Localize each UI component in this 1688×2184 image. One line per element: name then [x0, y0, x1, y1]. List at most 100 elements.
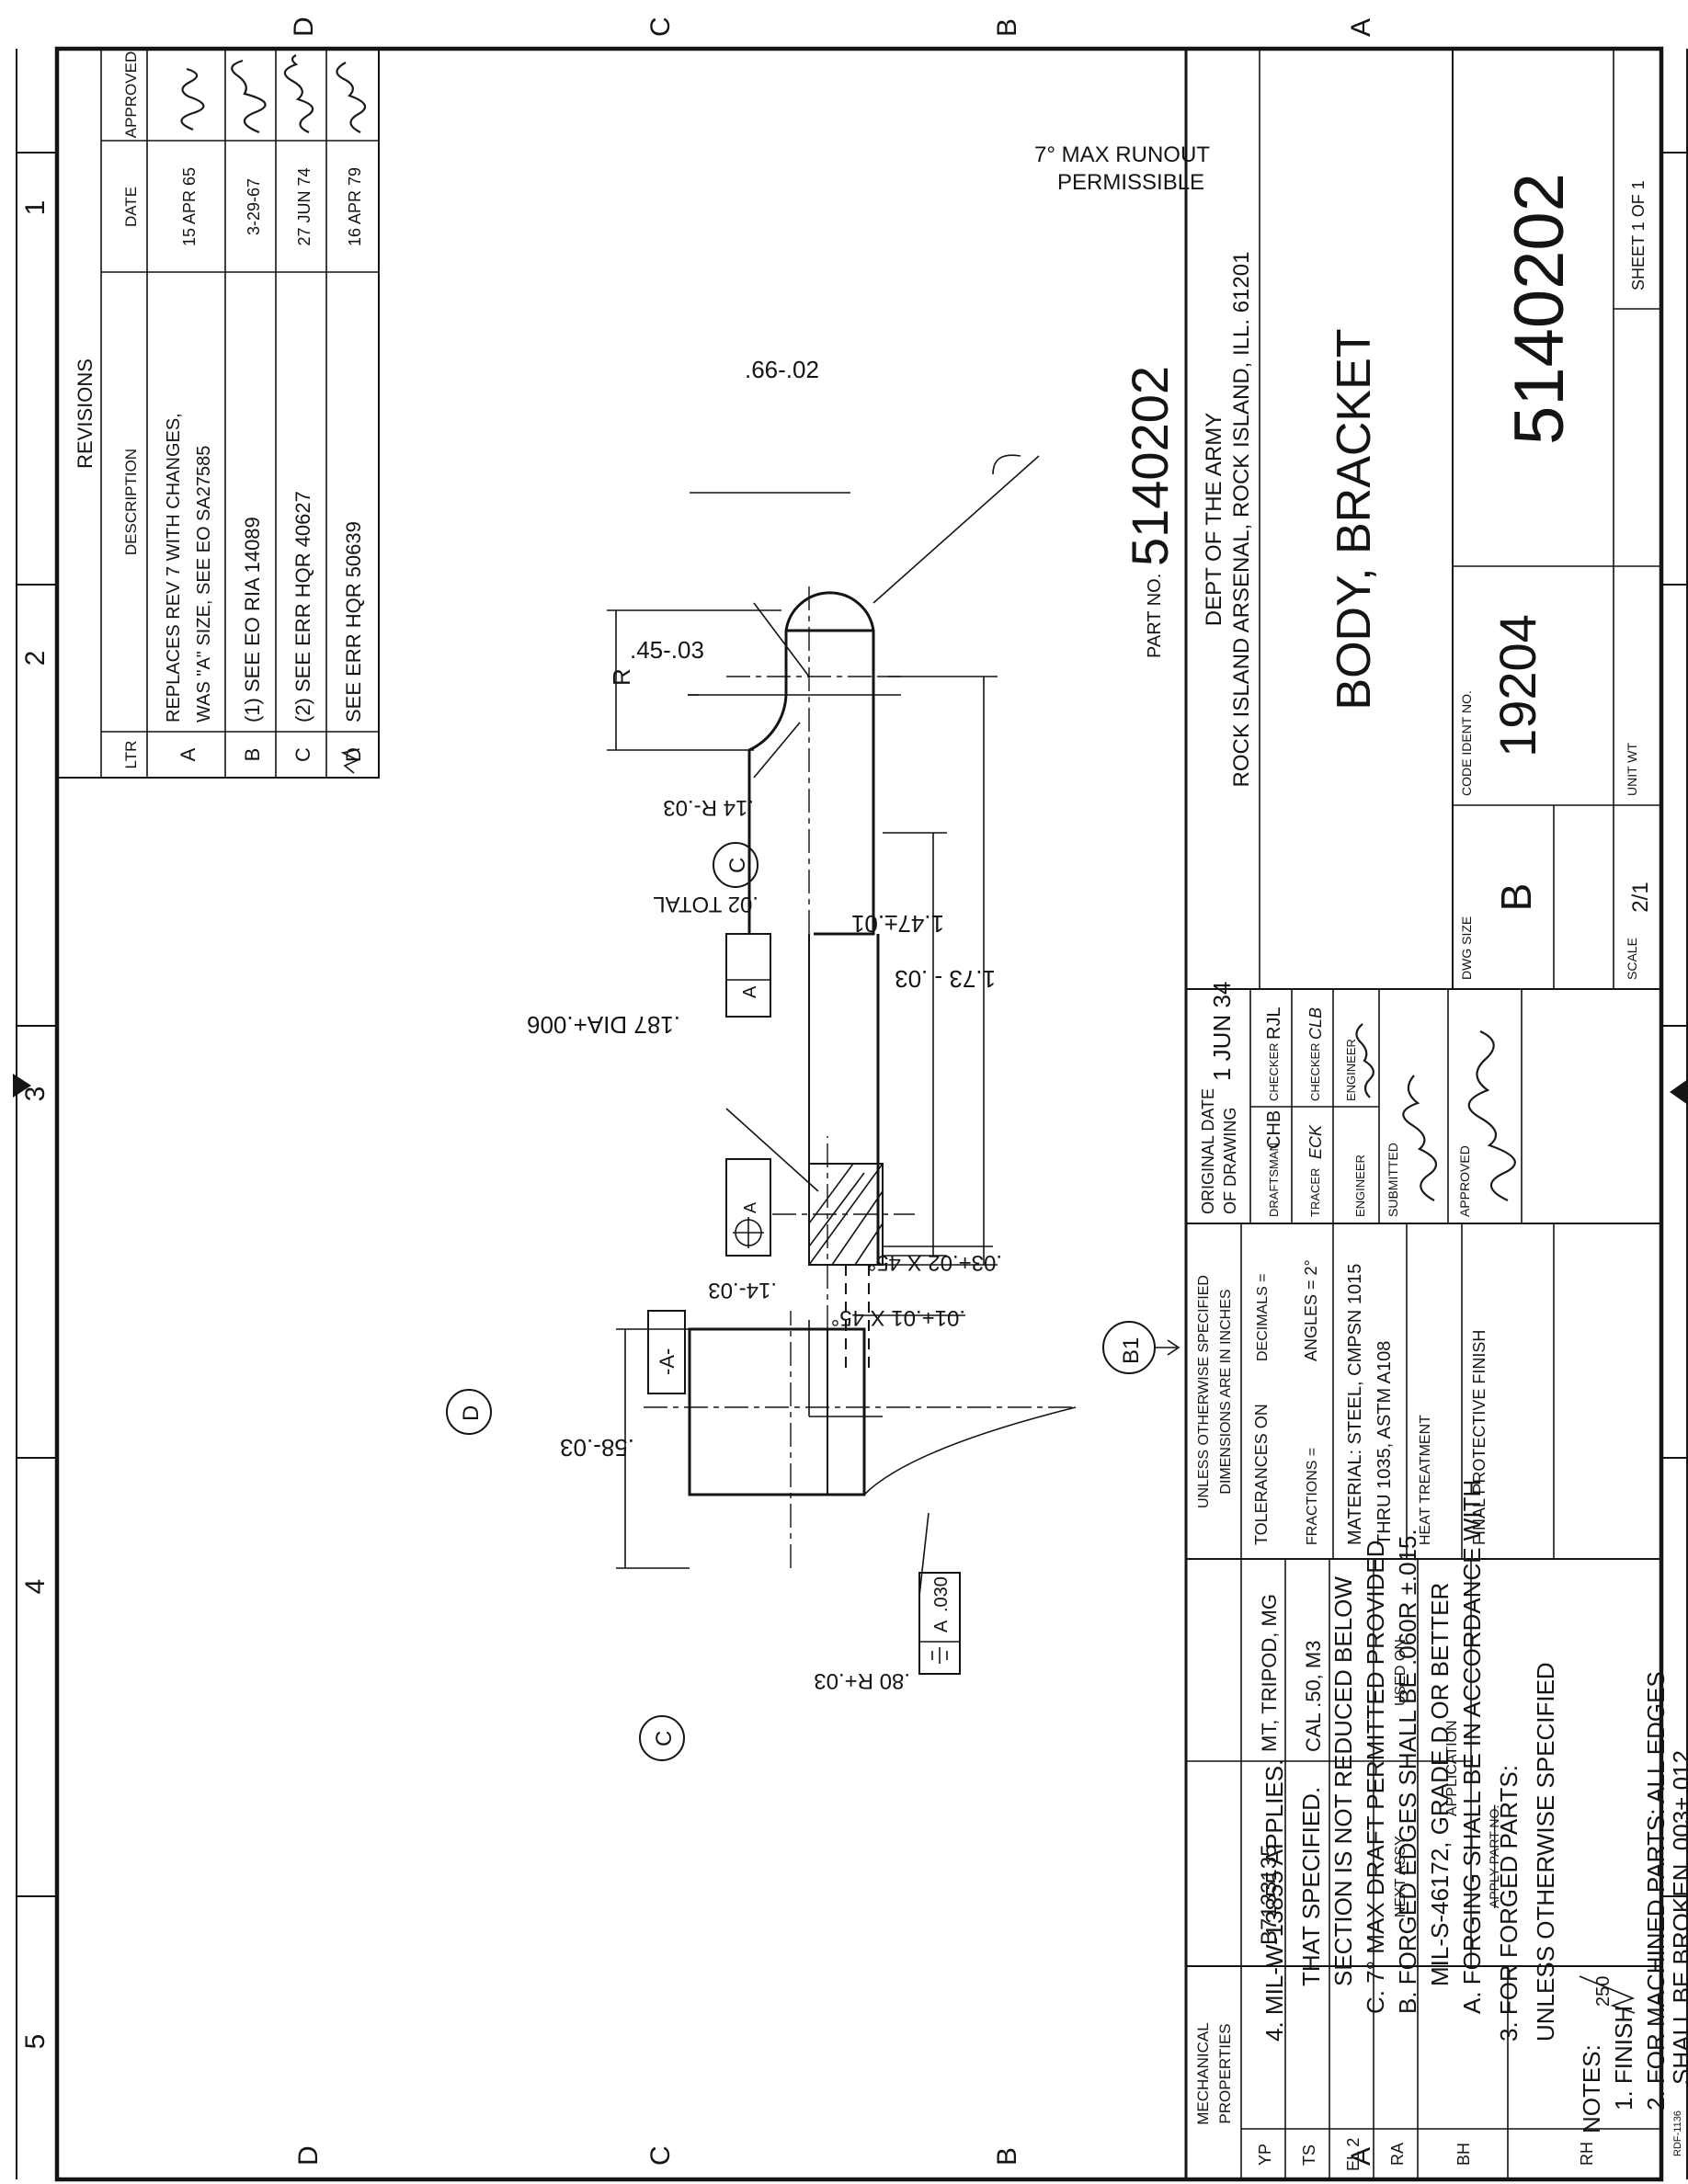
- drawing-title: BODY, BRACKET: [1328, 328, 1381, 710]
- used-on-1: MT, TRIPOD, MG: [1258, 1594, 1281, 1752]
- symmetry-value: .030: [931, 1576, 952, 1612]
- sheet-number: SHEET 1 OF 1: [1629, 180, 1648, 290]
- note-3b: B. FORGED EDGES SHALL BE .060R ±.015.: [1394, 1529, 1421, 2014]
- approval-signature-b: [231, 59, 267, 134]
- orig-date-label-2: OF DRAWING: [1221, 1108, 1239, 1214]
- zone-row-a-left: A: [1346, 2147, 1376, 2166]
- dim-173: 1.73 - .03: [895, 965, 996, 993]
- fcf-box: [725, 933, 771, 1018]
- part-no-label: PART NO.: [1145, 574, 1165, 658]
- draftsman-label: DRAFTSMAN: [1267, 1143, 1281, 1217]
- notes-body: UNLESS OTHERWISE SPECIFIED 3. FOR FORGED…: [1260, 1480, 1559, 2042]
- rev-desc-d: SEE ERR HQR 50639: [342, 521, 365, 722]
- unit-wt-label: UNIT WT: [1625, 742, 1639, 796]
- dim-58: .58-.03: [560, 1434, 634, 1462]
- code-ident: 19204: [1488, 614, 1546, 757]
- callout-c-circle: [713, 842, 758, 888]
- zone-row-c-right: C: [645, 17, 676, 37]
- engineer-signature: [1355, 1023, 1374, 1098]
- center-mark-icon: [13, 1074, 31, 1098]
- drawing-number: 5140202: [1500, 173, 1579, 445]
- note-4: 4. MIL-W-13855 APPLIES.: [1260, 1759, 1288, 2042]
- rev-desc-a-line2: WAS "A" SIZE, SEE EO SA27585: [194, 446, 214, 722]
- approval-signature-c: [283, 54, 314, 134]
- mech-row-yp: YP: [1256, 2144, 1274, 2166]
- rev-date-c: 27 JUN 74: [295, 167, 314, 245]
- submitted-label: SUBMITTED: [1386, 1143, 1400, 1217]
- tol-header-1: UNLESS OTHERWISE SPECIFIED: [1196, 1275, 1212, 1508]
- fcf-tolerance: .02 TOTAL: [653, 892, 758, 916]
- zone-row-d-left: D: [293, 2145, 324, 2166]
- rev-header-ltr: LTR: [122, 741, 140, 769]
- scale-label: SCALE: [1625, 938, 1639, 980]
- note-3a: A. FORGING SHALL BE IN ACCORDANCE WITH: [1458, 1480, 1486, 2014]
- dimensions-upper: .45-.03 .66-.02 7° MAX RUNOUT PERMISSIBL…: [607, 142, 1210, 1266]
- rev-desc-a-line1: REPLACES REV 7 WITH CHANGES,: [164, 413, 184, 722]
- part-no-value: 5140202: [1121, 366, 1179, 566]
- code-ident-label: CODE IDENT NO.: [1459, 690, 1474, 796]
- mech-row-bh: BH: [1454, 2143, 1473, 2166]
- note-1: 1. FINISH: [1610, 2006, 1637, 2110]
- zone-col-2-top: 2: [20, 651, 51, 666]
- revisions-table: REVISIONS LTR DESCRIPTION DATE APPROVED …: [56, 48, 380, 779]
- rev-header-approved: APPROVED: [122, 51, 140, 138]
- zone-row-a-right: A: [1346, 18, 1376, 37]
- note-3-heading: 3. FOR FORGED PARTS:: [1495, 1765, 1523, 2042]
- finish-value: 250: [1593, 1976, 1614, 2007]
- dim-66: .66-.02: [745, 356, 819, 383]
- zone-row-c-left: C: [645, 2145, 676, 2166]
- revision-mark-smudge: [340, 748, 360, 774]
- callout-c-2: C: [652, 1731, 677, 1746]
- symmetry-ref: A: [931, 1620, 952, 1632]
- mech-row-el: EL 2: [1344, 2138, 1363, 2171]
- side-view-outline: [688, 1327, 866, 1496]
- orig-date: 1 JUN 34: [1208, 982, 1236, 1081]
- dimensions-hole: .187 DIA+.006 A .02 TOTAL A .14-.03 .01+…: [527, 892, 1002, 1417]
- zone-row-d-right: D: [289, 17, 319, 37]
- center-mark-icon: [1670, 1079, 1688, 1105]
- surface-finish-symbol-icon: [1579, 1975, 1636, 2014]
- dwg-size-label: DWG SIZE: [1459, 916, 1474, 980]
- rev-date-a: 15 APR 65: [180, 167, 199, 246]
- approval-signature-d: [336, 62, 367, 133]
- zone-col-4-top: 4: [20, 1579, 51, 1595]
- checker-label: CHECKER: [1267, 1042, 1281, 1101]
- rev-date-d: 16 APR 79: [346, 167, 364, 246]
- callout-d: D: [459, 1405, 484, 1421]
- material-line2: THRU 1035, ASTM A108: [1374, 1341, 1395, 1545]
- next-assy-1: B7133135: [1257, 1845, 1282, 1945]
- zone-col-1-top: 1: [20, 200, 51, 216]
- note-3c: C. 7° MAX DRAFT PERMITTED PROVIDED: [1362, 1540, 1389, 2014]
- revisions-title: REVISIONS: [74, 358, 97, 469]
- rev-header-description: DESCRIPTION: [122, 449, 140, 555]
- rev-ltr-b: B: [241, 748, 264, 762]
- note-3a-line2: MIL-S-46172, GRADE D OR BETTER: [1426, 1583, 1454, 1986]
- material-line1: MATERIAL: STEEL, CMPSN 1015: [1345, 1264, 1365, 1545]
- revision-callouts: C C D B1: [446, 842, 1180, 1761]
- callout-b1: B1: [1119, 1337, 1144, 1364]
- dim-147: 1.47±.01: [851, 910, 944, 938]
- approval-signature-a: [180, 67, 205, 131]
- next-assy-label: NEXT ASSY: [1393, 1836, 1409, 1917]
- mech-row-ts: TS: [1300, 2144, 1318, 2166]
- tol-header-2: DIMENSIONS ARE IN INCHES: [1218, 1289, 1234, 1494]
- view-bracket-profile: [726, 585, 915, 1375]
- rev-desc-b: (1) SEE EO RIA 14089: [241, 517, 264, 722]
- dim-03-chamfer: .03+.02 X 45°: [868, 1250, 1002, 1275]
- fcf-datum: A: [740, 985, 760, 998]
- mech-properties-header-1: MECHANICAL: [1194, 2022, 1212, 2124]
- symmetry-fcf: [918, 1572, 961, 1675]
- note-2: 2. FOR MACHINED PARTS: ALL EDGES: [1642, 1671, 1670, 2110]
- dim-80r: .80 R+.03: [814, 1668, 910, 1693]
- mech-row-ra: RA: [1388, 2143, 1407, 2166]
- engineer2-label: ENGINEER: [1344, 1039, 1358, 1101]
- zone-row-b-right: B: [992, 18, 1022, 37]
- angles: ANGLES = 2°: [1302, 1259, 1320, 1361]
- callout-d-circle: [446, 1389, 492, 1435]
- engineer-label: ENGINEER: [1353, 1155, 1367, 1217]
- used-on-label: USED ON: [1393, 1639, 1409, 1706]
- dim-14: .14-.03: [708, 1278, 777, 1302]
- tolerances-on: TOLERANCES ON: [1252, 1404, 1271, 1545]
